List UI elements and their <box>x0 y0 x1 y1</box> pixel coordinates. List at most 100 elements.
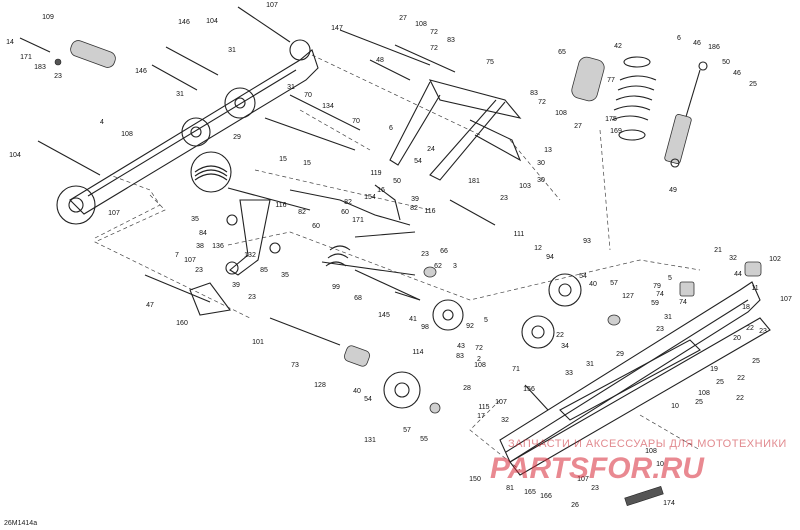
callout-108: 108 <box>698 390 710 397</box>
callout-50: 50 <box>393 178 401 185</box>
callout-81: 81 <box>506 485 514 492</box>
callout-6: 6 <box>677 35 681 42</box>
callout-119: 119 <box>370 170 381 177</box>
callout-31: 31 <box>586 361 594 368</box>
callout-33: 33 <box>565 370 573 377</box>
callout-107: 107 <box>266 2 278 9</box>
callout-169: 169 <box>610 128 622 135</box>
callout-131: 131 <box>364 437 376 444</box>
callout-147: 147 <box>331 25 343 32</box>
callout-108: 108 <box>474 362 486 369</box>
callout-104: 104 <box>9 152 21 159</box>
callout-31: 31 <box>228 47 236 54</box>
callout-116: 116 <box>424 208 435 215</box>
callout-72: 72 <box>430 45 438 52</box>
callout-93: 93 <box>583 238 591 245</box>
callout-30: 30 <box>537 160 545 167</box>
callout-101: 101 <box>252 339 264 346</box>
callout-72: 72 <box>430 29 438 36</box>
callout-40: 40 <box>353 388 361 395</box>
callout-25: 25 <box>749 81 757 88</box>
callout-22: 22 <box>556 332 564 339</box>
callout-39: 39 <box>411 196 419 203</box>
callout-111: 111 <box>514 231 525 238</box>
rear-shock-spring <box>571 56 708 168</box>
callout-92: 92 <box>466 323 474 330</box>
callout-35: 35 <box>281 272 289 279</box>
callout-32: 32 <box>729 255 737 262</box>
callout-35: 35 <box>191 216 199 223</box>
callout-49: 49 <box>669 187 677 194</box>
callout-136: 136 <box>212 243 224 250</box>
callout-10: 10 <box>656 461 664 468</box>
callout-42: 42 <box>614 43 622 50</box>
callout-62: 62 <box>434 263 442 270</box>
callout-31: 31 <box>176 91 184 98</box>
callout-54: 54 <box>414 158 422 165</box>
idler-wheels <box>383 266 621 414</box>
callout-32: 32 <box>501 417 509 424</box>
callout-23: 23 <box>759 328 767 335</box>
callout-146: 146 <box>135 68 147 75</box>
callout-14: 14 <box>6 39 14 46</box>
callout-156: 156 <box>523 386 535 393</box>
callout-12: 12 <box>534 245 542 252</box>
callout-26: 26 <box>571 502 579 509</box>
callout-57: 57 <box>403 427 411 434</box>
callout-154: 154 <box>364 194 376 201</box>
callout-175: 175 <box>605 116 617 123</box>
callout-34: 34 <box>561 343 569 350</box>
callout-166: 166 <box>540 493 552 500</box>
callout-107: 107 <box>577 476 589 483</box>
callout-108: 108 <box>555 110 567 117</box>
callout-60: 60 <box>341 209 349 216</box>
callout-5: 5 <box>668 275 672 282</box>
callout-15: 15 <box>279 156 287 163</box>
callout-29: 29 <box>616 351 624 358</box>
callout-43: 43 <box>457 343 465 350</box>
callout-23: 23 <box>195 267 203 274</box>
callout-70: 70 <box>352 118 360 125</box>
callout-82: 82 <box>410 205 418 212</box>
callout-59: 59 <box>651 300 659 307</box>
callout-84: 84 <box>199 230 207 237</box>
callout-23: 23 <box>656 326 664 333</box>
callout-65: 65 <box>558 49 566 56</box>
callout-22: 22 <box>736 395 744 402</box>
callout-94: 94 <box>546 254 554 261</box>
callout-21: 21 <box>714 247 722 254</box>
callout-85: 85 <box>260 267 268 274</box>
callout-4: 4 <box>100 119 104 126</box>
callout-16: 16 <box>377 187 385 194</box>
callout-145: 145 <box>378 312 390 319</box>
callout-150: 150 <box>469 476 481 483</box>
callout-107: 107 <box>108 210 120 217</box>
callout-46: 46 <box>693 40 701 47</box>
callout-31: 31 <box>664 314 672 321</box>
callout-114: 114 <box>412 349 423 356</box>
callout-73: 73 <box>291 362 299 369</box>
callout-128: 128 <box>314 382 326 389</box>
callout-24: 24 <box>427 146 435 153</box>
callout-108: 108 <box>415 21 427 28</box>
callout-19: 19 <box>710 366 718 373</box>
callout-5: 5 <box>484 317 488 324</box>
callout-39: 39 <box>232 282 240 289</box>
callout-77: 77 <box>607 77 615 84</box>
callout-28: 28 <box>463 385 471 392</box>
callout-15: 15 <box>303 160 311 167</box>
callout-186: 186 <box>708 44 720 51</box>
callout-116: 116 <box>275 202 286 209</box>
callout-134: 134 <box>322 103 334 110</box>
callout-23: 23 <box>248 294 256 301</box>
callout-66: 66 <box>440 248 448 255</box>
callout-7: 7 <box>175 252 179 259</box>
callout-72: 72 <box>475 345 483 352</box>
callout-27: 27 <box>399 15 407 22</box>
callout-23: 23 <box>591 485 599 492</box>
callout-108: 108 <box>645 448 657 455</box>
callout-11: 11 <box>751 285 758 292</box>
callout-132: 132 <box>244 252 256 259</box>
callout-57: 57 <box>610 280 618 287</box>
callout-160: 160 <box>176 320 188 327</box>
